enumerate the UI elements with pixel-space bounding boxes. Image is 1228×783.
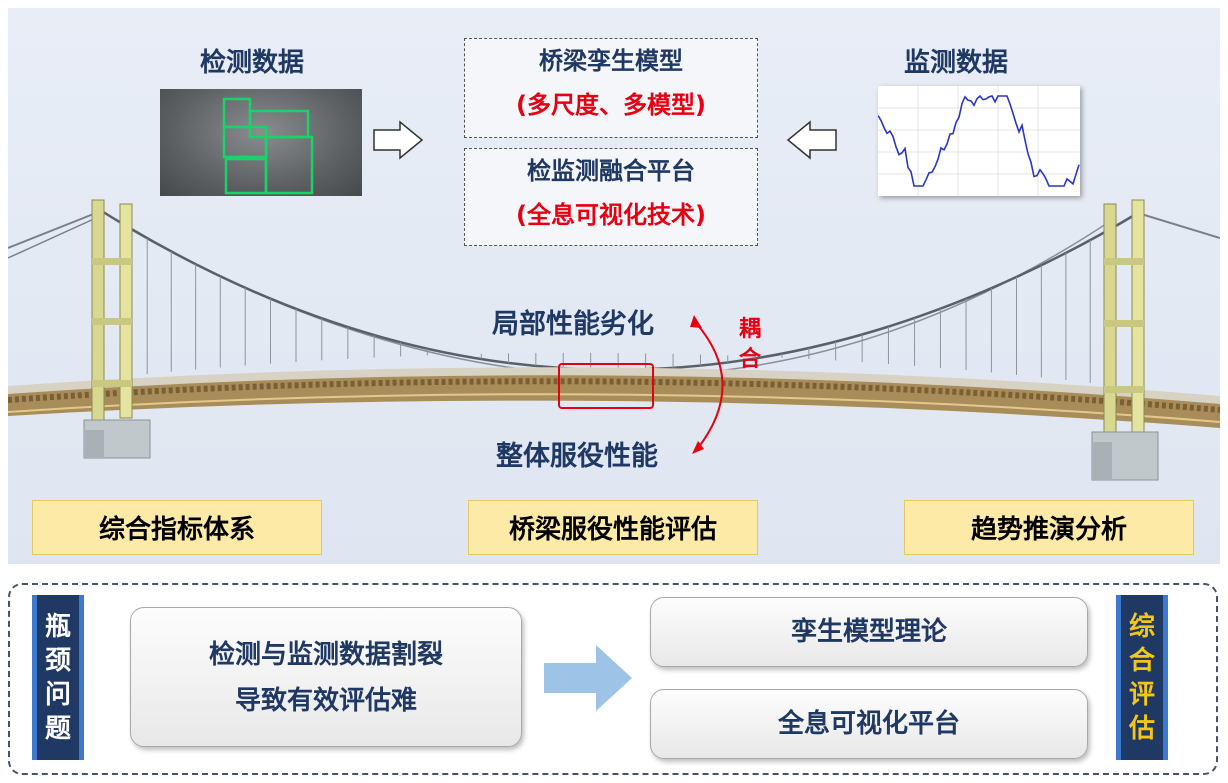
bridge-overview-panel: 检测数据 监测数据 桥梁孪生模型 (多尺度、多模型) [8,8,1220,564]
service-evaluation-box: 桥梁服役性能评估 [468,500,758,555]
twin-theory-box: 孪生模型理论 [650,597,1088,667]
bottleneck-label: 瓶 颈 问 题 [32,595,84,760]
bottleneck-char: 问 [44,679,71,710]
crack-detection-overlay [222,97,314,195]
fusion-platform-subtitle: (全息可视化技术) [516,201,706,229]
trend-analysis-box: 趋势推演分析 [904,500,1194,555]
bottleneck-frame: 瓶 颈 问 题 检测与监测数据割裂 导致有效评估难 孪生模型理论 全息可视化平台… [8,583,1218,775]
bottleneck-char: 瓶 [44,611,71,642]
evaluation-char: 综 [1128,611,1155,642]
coupling-char-2: 合 [739,347,762,372]
left-hollow-arrow [786,120,837,160]
local-degradation-label: 局部性能劣化 [492,309,654,340]
signal-waveform [877,86,1080,196]
index-system-box: 综合指标体系 [32,500,322,555]
bottleneck-char: 颈 [44,645,71,676]
comprehensive-evaluation-label: 综 合 评 估 [1116,595,1168,760]
monitoring-signal-plot [877,86,1080,196]
inspection-data-label: 检测数据 [200,48,305,78]
highlight-region [558,363,654,409]
inspection-image [160,89,362,196]
twin-model-title: 桥梁孪生模型 [539,47,683,75]
fusion-platform-title: 检监测融合平台 [527,157,695,185]
overall-service-label: 整体服役性能 [496,441,658,472]
solution-arrow [544,645,632,711]
evaluation-char: 合 [1128,645,1155,676]
twin-model-box: 桥梁孪生模型 (多尺度、多模型) [464,38,758,138]
problem-box: 检测与监测数据割裂 导致有效评估难 [130,607,522,747]
holographic-platform-box: 全息可视化平台 [650,689,1088,759]
suspension-bridge-illustration [8,120,1220,481]
problem-line-2: 导致有效评估难 [234,686,417,716]
evaluation-char: 估 [1128,713,1155,744]
right-hollow-arrow [373,120,424,160]
coupling-char-1: 耦 [739,317,762,342]
problem-line-1: 检测与监测数据割裂 [208,640,443,670]
monitoring-data-label: 监测数据 [904,48,1009,78]
twin-model-subtitle: (多尺度、多模型) [516,91,706,119]
coupling-label: 耦 合 [739,315,761,375]
bottleneck-char: 题 [44,713,71,744]
fusion-platform-box: 检监测融合平台 (全息可视化技术) [464,148,758,246]
evaluation-char: 评 [1128,679,1155,710]
